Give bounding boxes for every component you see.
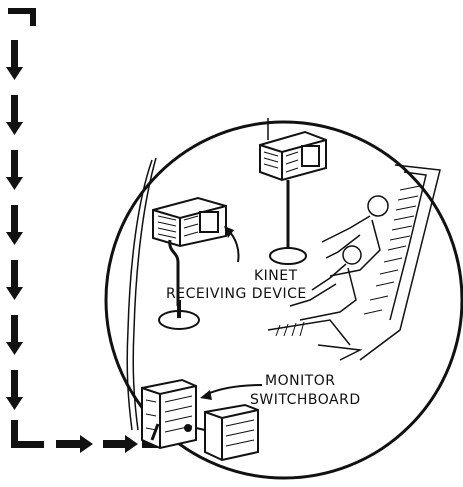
kinet-device-right [259,130,327,265]
switchboard-pointer-arrowhead [200,390,212,400]
path-corner [8,8,36,26]
monitor-label-line2: SWITCHBOARD [250,392,361,408]
kinet-pointer-arrowhead [224,226,234,238]
magnifier-circle [104,120,463,480]
audience-seats [267,164,441,361]
kinet-label-line2: RECEIVING DEVICE [166,286,307,302]
curtain [126,118,269,431]
vertical-arrows [6,40,44,448]
kinet-label-line1: KINET [254,268,298,284]
monitor-label-line1: MONITOR [265,373,336,389]
kinet-device-left [152,196,227,330]
monitor-switchboard [141,378,259,462]
